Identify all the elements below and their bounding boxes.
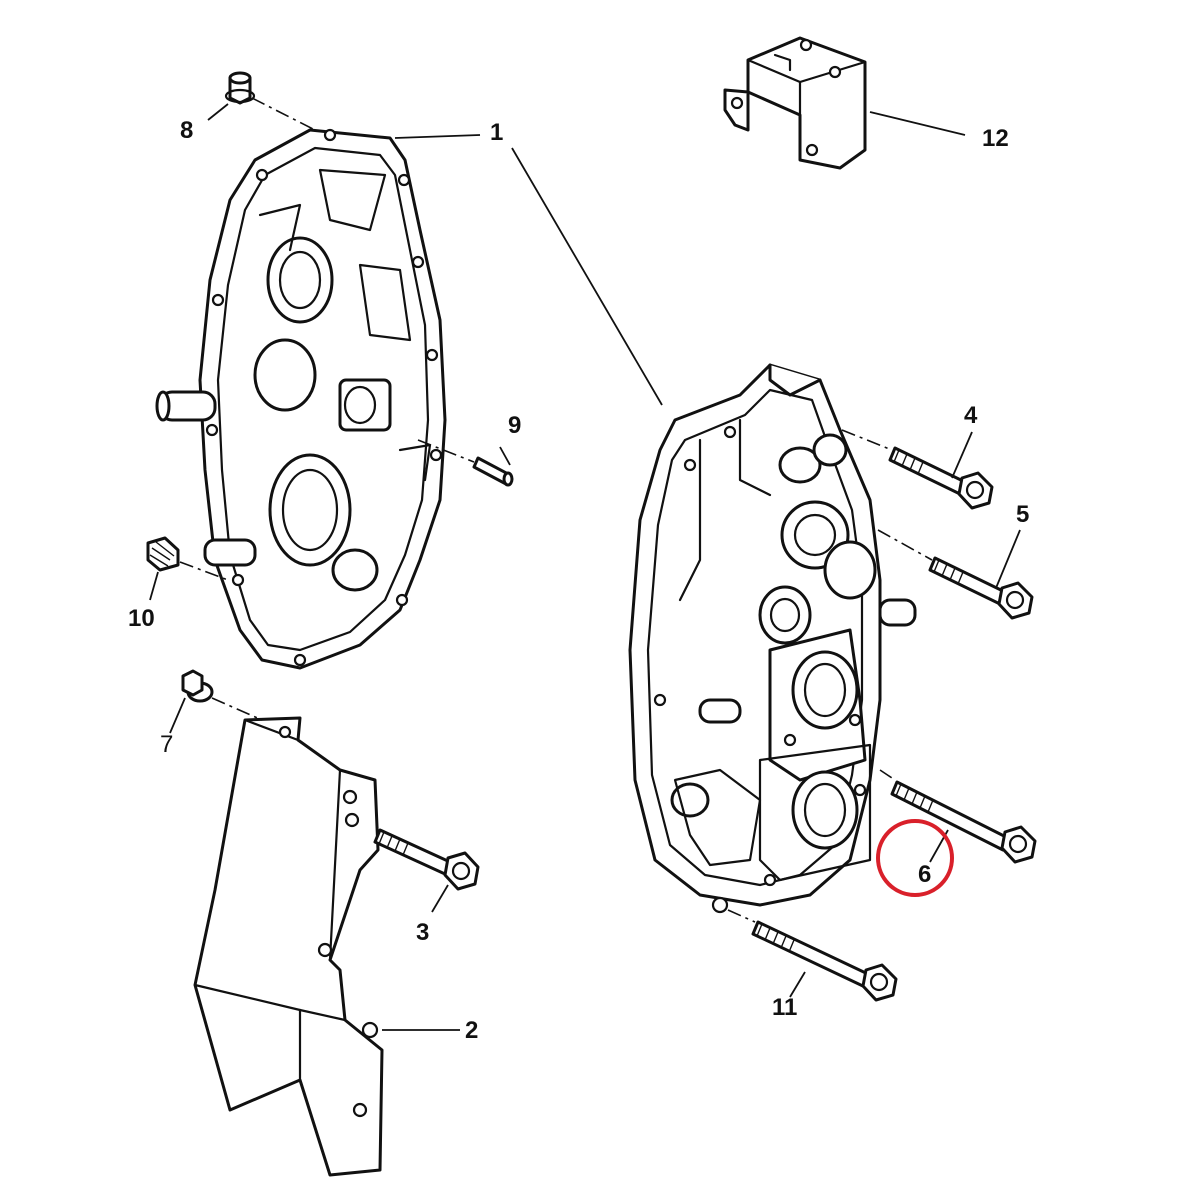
- callout-3: 3: [416, 919, 429, 946]
- bolt-part-11: [751, 920, 898, 1002]
- callout-1: 1: [490, 119, 503, 146]
- case-half-right-part-1: [628, 363, 917, 914]
- callout-12: 12: [982, 125, 1009, 152]
- nut-part-8: [224, 71, 256, 105]
- bolt-part-3: [373, 828, 480, 891]
- bolt-part-4: [888, 446, 994, 510]
- nut-part-7: [181, 669, 214, 703]
- callout-7: 7: [160, 731, 173, 758]
- cover-plate-part-2: [193, 716, 384, 1177]
- callout-4: 4: [964, 402, 978, 429]
- callout-10: 10: [128, 605, 155, 632]
- callout-8: 8: [180, 117, 193, 144]
- bolt-part-5: [928, 556, 1034, 620]
- pin-part-9: [472, 456, 514, 487]
- callout-9: 9: [508, 412, 521, 439]
- plug-part-10: [146, 536, 180, 572]
- callout-2: 2: [465, 1017, 478, 1044]
- bracket-part-12: [723, 36, 867, 170]
- case-half-left-part-1: [155, 128, 447, 670]
- highlight-circle: [876, 819, 954, 897]
- callout-5: 5: [1016, 501, 1029, 528]
- callout-11: 11: [772, 994, 797, 1021]
- bolt-part-6: [890, 780, 1037, 864]
- callout-6: 6: [918, 861, 931, 888]
